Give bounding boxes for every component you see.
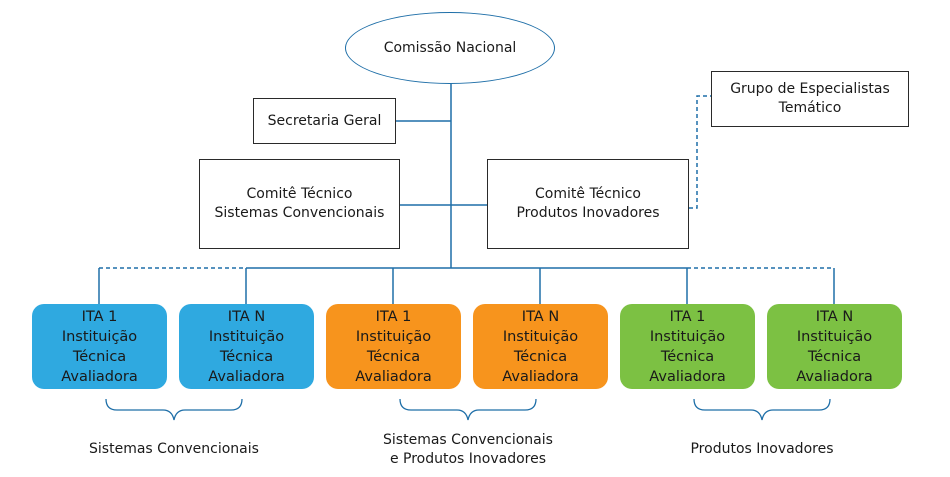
expert-group-line-2: Temático (778, 100, 842, 116)
ita-box-2: ITA N Instituição Técnica Avaliadora (179, 304, 314, 389)
ita-box-1-line-2: Instituição (61, 328, 138, 345)
group-label-conventional: Sistemas Convencionais (74, 440, 274, 459)
ita-box-4-line-1: ITA N (521, 308, 560, 325)
group-label-conventional-line-1: Sistemas Convencionais (89, 441, 259, 457)
ita-box-4-line-2: Instituição (502, 328, 579, 345)
group-label-mixed-line-2: e Produtos Inovadores (389, 451, 547, 467)
ita-box-1: ITA 1 Instituição Técnica Avaliadora (32, 304, 167, 389)
ita-box-4-line-4: Avaliadora (502, 368, 579, 385)
ita-box-2-line-4: Avaliadora (208, 368, 285, 385)
ita-box-1-line-1: ITA 1 (81, 308, 118, 325)
ita-box-3-line-4: Avaliadora (355, 368, 432, 385)
ita-box-6: ITA N Instituição Técnica Avaliadora (767, 304, 902, 389)
ita-box-5: ITA 1 Instituição Técnica Avaliadora (620, 304, 755, 389)
ita-box-6-line-1: ITA N (815, 308, 854, 325)
group-label-innovative-line-1: Produtos Inovadores (690, 441, 834, 457)
ita-box-3-line-1: ITA 1 (375, 308, 412, 325)
expert-group-line-1: Grupo de Especialistas (730, 81, 890, 97)
expert-group-node: Grupo de Especialistas Temático (711, 71, 909, 127)
brace-innovative (693, 398, 831, 421)
committee-innovative-node: Comitê Técnico Produtos Inovadores (487, 159, 689, 249)
ita-box-3: ITA 1 Instituição Técnica Avaliadora (326, 304, 461, 389)
ita-box-3-line-2: Instituição (355, 328, 432, 345)
committee-innovative-line-2: Produtos Inovadores (516, 205, 660, 221)
comissao-nacional-node: Comissão Nacional (345, 12, 555, 84)
ita-box-5-line-4: Avaliadora (649, 368, 726, 385)
ita-box-1-line-4: Avaliadora (61, 368, 138, 385)
secretaria-geral-node: Secretaria Geral (253, 98, 396, 144)
committee-conventional-line-1: Comitê Técnico (246, 186, 353, 202)
group-label-innovative: Produtos Inovadores (662, 440, 862, 459)
ita-box-6-line-3: Técnica (807, 348, 862, 365)
committee-conventional-node: Comitê Técnico Sistemas Convencionais (199, 159, 400, 249)
expert-group-link (689, 95, 711, 209)
group-label-mixed: Sistemas Convencionais e Produtos Inovad… (358, 431, 578, 469)
ita-box-6-line-2: Instituição (796, 328, 873, 345)
group-label-mixed-line-1: Sistemas Convencionais (383, 432, 553, 448)
committee-innovative-line-1: Comitê Técnico (535, 186, 641, 202)
ita-box-2-line-1: ITA N (227, 308, 266, 325)
secretaria-geral-label: Secretaria Geral (267, 112, 382, 129)
brace-mixed (399, 398, 537, 421)
ita-box-6-line-4: Avaliadora (796, 368, 873, 385)
ita-box-4: ITA N Instituição Técnica Avaliadora (473, 304, 608, 389)
brace-conventional (105, 398, 243, 421)
ita-box-5-line-3: Técnica (660, 348, 715, 365)
ita-box-5-line-1: ITA 1 (669, 308, 706, 325)
ita-box-2-line-2: Instituição (208, 328, 285, 345)
ita-box-4-line-3: Técnica (513, 348, 568, 365)
ita-box-2-line-3: Técnica (219, 348, 274, 365)
committee-conventional-line-2: Sistemas Convencionais (214, 205, 385, 221)
comissao-nacional-label: Comissão Nacional (383, 39, 517, 56)
ita-box-1-line-3: Técnica (72, 348, 127, 365)
ita-box-3-line-3: Técnica (366, 348, 421, 365)
ita-box-5-line-2: Instituição (649, 328, 726, 345)
